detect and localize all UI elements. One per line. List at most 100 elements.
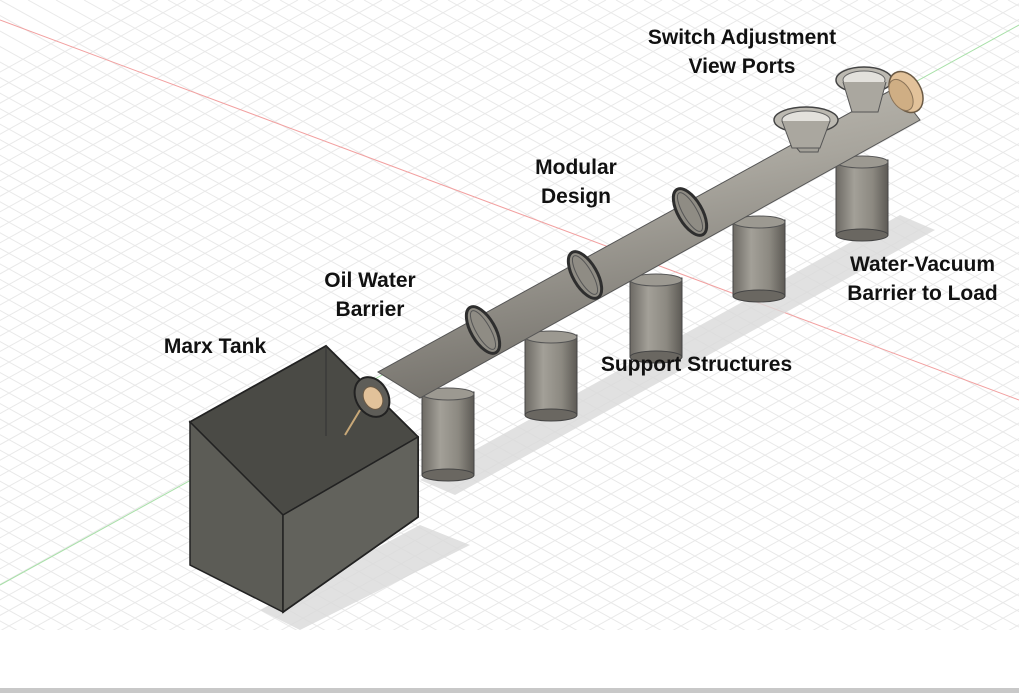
bottom-divider	[0, 688, 1019, 693]
pipe-flange	[464, 305, 502, 355]
label-line: Oil Water	[324, 269, 416, 292]
label-line: View Ports	[688, 55, 796, 78]
grid-line	[0, 465, 411, 694]
grid-line	[475, 0, 1019, 302]
x-axis-line	[0, 19, 1019, 401]
water-vacuum-barrier	[888, 70, 924, 114]
label-line: Barrier	[335, 298, 405, 321]
grid-line	[503, 0, 1019, 287]
grid-line	[0, 0, 383, 213]
grid-line	[0, 480, 383, 694]
grid-line	[671, 0, 1019, 193]
grid-line	[447, 0, 1019, 318]
grid-line	[0, 0, 887, 492]
grid-line	[503, 406, 1019, 694]
grid-line	[559, 0, 1019, 256]
grid-line	[0, 558, 243, 694]
grid-line	[0, 604, 159, 694]
grid-line	[0, 0, 271, 151]
grid-line	[587, 453, 1019, 694]
label-line: Support Structures	[600, 353, 793, 376]
grid-line	[0, 0, 803, 446]
grid-line	[0, 573, 215, 694]
label-line: Design	[540, 185, 611, 208]
support-leg	[421, 387, 475, 482]
grid-line	[727, 0, 1019, 162]
grid-line	[531, 422, 1019, 694]
main-pipe	[377, 87, 921, 399]
grid-line	[279, 282, 1019, 694]
label-modular-design: Modular Design	[516, 153, 636, 211]
grid-line	[447, 375, 1019, 694]
label-support-structures: Support Structures	[584, 350, 809, 379]
label-switch-adjustment-view-ports: Switch Adjustment View Ports	[632, 23, 852, 81]
view-port-1	[773, 106, 839, 153]
label-water-vacuum-barrier: Water-Vacuum Barrier to Load	[830, 250, 1015, 308]
support-leg	[835, 155, 889, 242]
grid-line	[363, 329, 1019, 694]
grid-line	[615, 469, 1019, 694]
label-line: Switch Adjustment	[647, 26, 837, 49]
grid-line	[643, 484, 1019, 694]
grid-line	[0, 0, 551, 306]
grid-line	[0, 0, 831, 461]
support-leg	[629, 273, 683, 364]
grid-line	[307, 298, 1019, 694]
grid-line	[755, 546, 1019, 694]
support-leg	[732, 215, 786, 303]
viewport-footer	[0, 630, 1019, 690]
grid-line	[0, 0, 943, 523]
label-line: Water-Vacuum	[849, 253, 996, 276]
grid-line	[391, 344, 1019, 694]
grid-line	[335, 313, 1019, 694]
grid-line	[0, 542, 271, 694]
grid-line	[0, 0, 467, 259]
pipe-flange	[566, 250, 604, 300]
grid-line	[0, 0, 411, 228]
grid-line	[0, 496, 355, 694]
grid-line	[0, 0, 159, 89]
label-oil-water-barrier: Oil Water Barrier	[310, 266, 430, 324]
grid-line	[0, 0, 215, 120]
label-marx-tank: Marx Tank	[150, 332, 280, 361]
support-structures	[421, 155, 889, 482]
grid-line	[727, 531, 1019, 694]
grid-line	[0, 0, 579, 322]
grid-line	[783, 0, 1019, 131]
grid-line	[0, 0, 691, 384]
view-port-2	[835, 66, 893, 113]
grid-line	[0, 0, 523, 290]
grid-line	[251, 267, 1019, 694]
grid-line	[0, 0, 635, 353]
label-line: Modular	[535, 156, 617, 179]
oil-water-barrier	[344, 376, 391, 436]
grid-line	[419, 0, 1019, 333]
grid-line	[951, 0, 1019, 38]
grid-line	[0, 0, 439, 244]
grid-line	[0, 0, 327, 182]
grid-line	[559, 437, 1019, 694]
grid-line	[0, 0, 607, 337]
grid-line	[0, 0, 747, 415]
grid-line	[699, 515, 1019, 694]
grid-line	[0, 0, 299, 166]
grid-line	[0, 0, 915, 508]
pipe-flanges	[464, 187, 709, 355]
grid-line	[223, 251, 1019, 694]
grid-line	[0, 0, 355, 197]
grid-line	[475, 391, 1019, 694]
grid-line	[0, 0, 859, 477]
grid-line	[783, 562, 1019, 694]
grid-line	[0, 0, 243, 135]
label-line: Barrier to Load	[847, 282, 998, 305]
grid-line	[0, 527, 299, 694]
grid-line	[0, 0, 719, 399]
grid-line	[531, 0, 1019, 271]
pipe-flange	[671, 187, 709, 237]
grid-line	[419, 360, 1019, 694]
grid-line	[671, 500, 1019, 694]
